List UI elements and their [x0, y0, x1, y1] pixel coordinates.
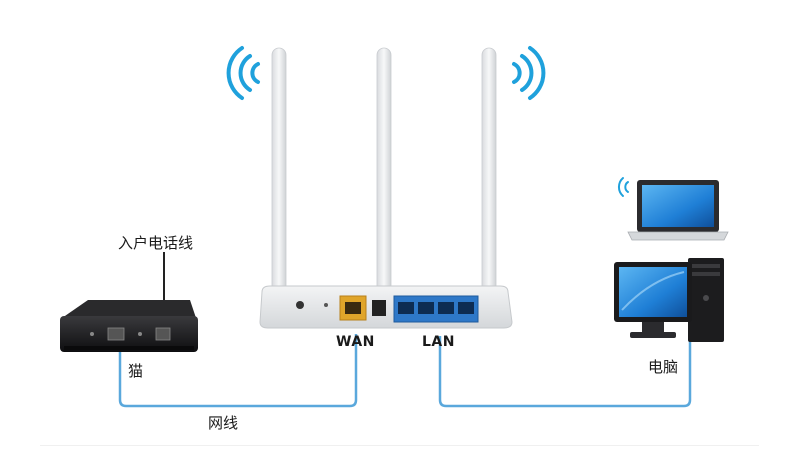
label-phone-line: 入户电话线: [118, 234, 194, 252]
laptop: [627, 180, 729, 241]
antenna-left: [271, 47, 287, 299]
modem-port-phone: [155, 327, 171, 341]
desktop-computer: [614, 258, 724, 342]
wifi-icon-left: [226, 46, 260, 100]
label-network-cable: 网线: [208, 414, 239, 432]
power-jack: [296, 301, 304, 309]
antenna-right: [481, 47, 497, 299]
router: [259, 47, 513, 329]
lan-ports: [393, 295, 479, 323]
reset-button: [324, 303, 328, 307]
label-wan: WAN: [336, 334, 375, 350]
antenna-center: [376, 47, 392, 299]
modem: [60, 300, 198, 352]
network-cable-lan-computer: [438, 336, 692, 408]
label-modem: 猫: [128, 362, 144, 380]
network-cable-modem-wan: [118, 334, 358, 408]
label-computer: 电脑: [648, 358, 679, 376]
modem-port-lan: [107, 327, 125, 341]
label-lan: LAN: [422, 334, 455, 350]
wifi-icon-right: [512, 46, 546, 100]
wifi-icon-laptop: [617, 177, 629, 197]
